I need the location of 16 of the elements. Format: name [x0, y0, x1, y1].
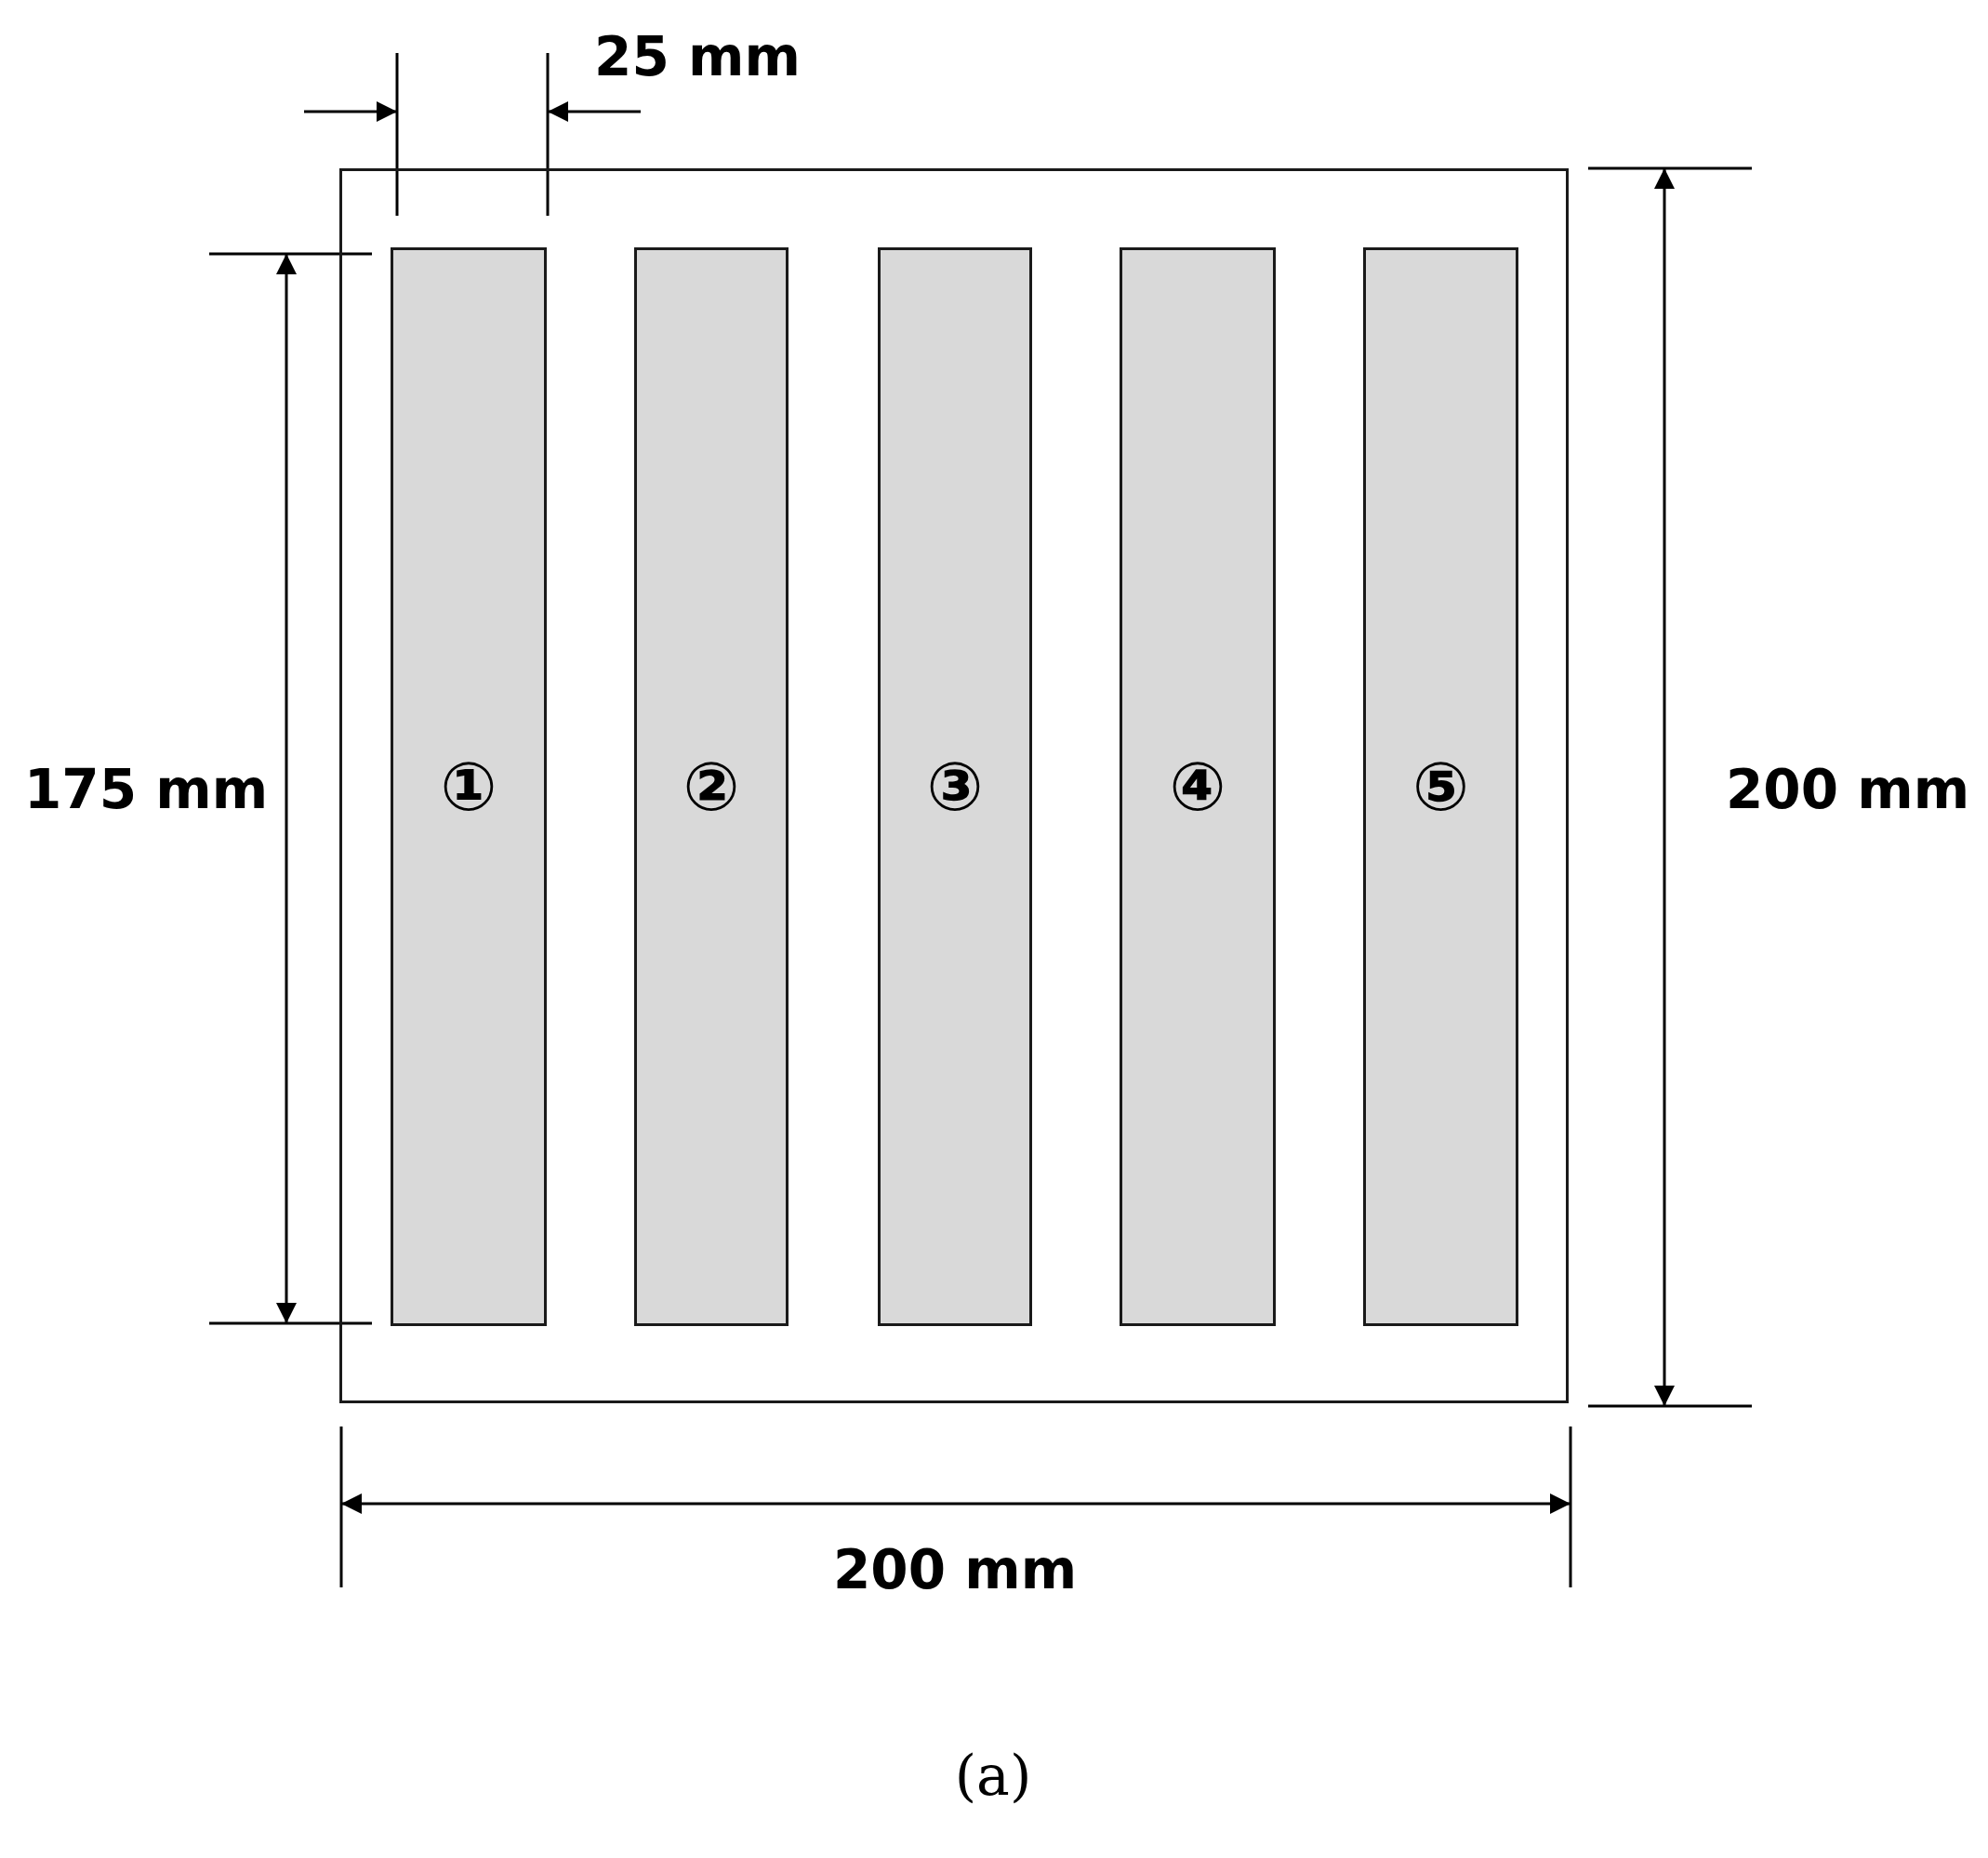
specimen-strip: [1363, 247, 1518, 1326]
callout-number: ⑤: [1412, 753, 1469, 820]
dimension-label: 200 mm: [1725, 763, 1970, 816]
callout-number: ①: [440, 753, 497, 820]
callout-number: ④: [1169, 753, 1226, 820]
dimension-label: 25 mm: [594, 30, 801, 84]
specimen-strip: [634, 247, 789, 1326]
dimension-label: 175 mm: [23, 763, 269, 816]
dimension-label: 200 mm: [832, 1543, 1078, 1597]
callout-number: ③: [926, 753, 984, 820]
caption: (a): [954, 1747, 1032, 1803]
specimen-strip: [391, 247, 547, 1326]
specimen-strip: [1120, 247, 1276, 1326]
callout-number: ②: [683, 753, 740, 820]
specimen-strip: [878, 247, 1032, 1326]
plate-outline: [339, 168, 1569, 1403]
